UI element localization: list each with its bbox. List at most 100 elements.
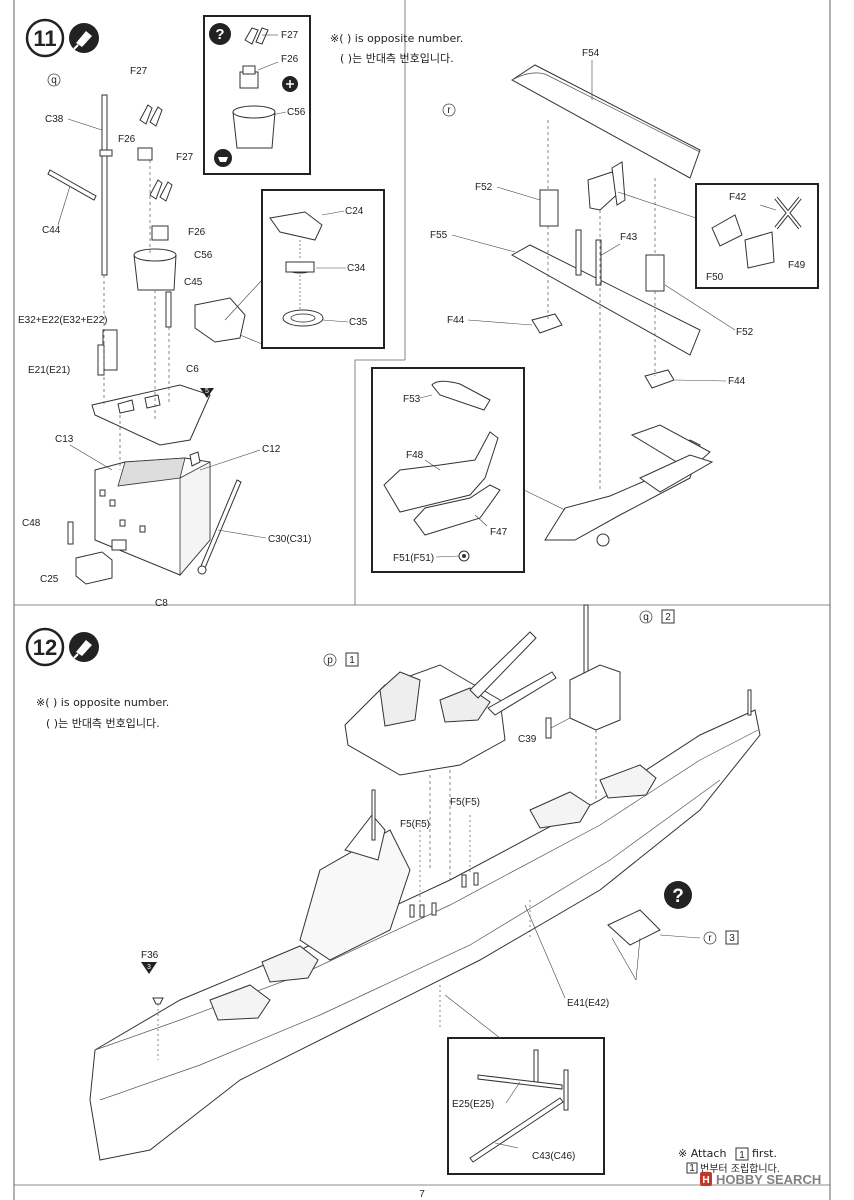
svg-text:C56: C56 [194, 250, 213, 261]
step12-labels: F5(F5) F5(F5) F36 3 E41(E42) [141, 797, 609, 1060]
attach-box-number: 1 [739, 1150, 745, 1161]
label-c39: C39 [518, 734, 537, 745]
step-11-number: 11 [25, 18, 65, 58]
label-c43: C43(C46) [532, 1151, 575, 1162]
label-c34: C34 [347, 263, 366, 274]
hobby-search-watermark: H HOBBY SEARCH [700, 1172, 821, 1187]
ref-circle-r: r [442, 103, 456, 117]
svg-text:F26: F26 [118, 134, 136, 145]
ref-triangle-5: 5 [200, 388, 214, 398]
label-f51: F51(F51) [393, 553, 434, 564]
label-e25: E25(E25) [452, 1099, 494, 1110]
aircraft-assembly [510, 64, 701, 490]
step12-detail-inset [447, 1037, 605, 1175]
label-c24: C24 [345, 206, 364, 217]
svg-text:q: q [51, 75, 57, 86]
battleship-hull [89, 689, 761, 1161]
svg-text:F44: F44 [447, 315, 465, 326]
svg-text:F27: F27 [176, 152, 194, 163]
label-f48: F48 [406, 450, 424, 461]
svg-text:C30(C31): C30(C31) [268, 534, 311, 545]
step12-note-ko: ( )는 반대측 번호입니다. [46, 717, 160, 730]
svg-text:C45: C45 [184, 277, 203, 288]
svg-text:C25: C25 [40, 574, 59, 585]
svg-text:F52: F52 [475, 182, 493, 193]
mast-labels: C38 F27 F26 F27 C44 F26 C56 C45 E32+E22(… [18, 66, 311, 609]
svg-text:r: r [708, 933, 712, 944]
svg-text:F36: F36 [141, 950, 159, 961]
svg-text:F27: F27 [130, 66, 148, 77]
svg-text:?: ? [672, 886, 684, 907]
ref-circle-q: q [47, 73, 61, 87]
label-f47: F47 [490, 527, 508, 538]
label-f50: F50 [706, 272, 724, 283]
svg-text:HOBBY SEARCH: HOBBY SEARCH [716, 1172, 821, 1187]
ref-p-1: p 1 [323, 652, 359, 667]
step12-note-en: ※( ) is opposite number. [36, 696, 169, 709]
step11-note-ko: ( )는 반대측 번호입니다. [340, 52, 454, 65]
mast-assembly [47, 94, 263, 585]
svg-text:F54: F54 [582, 48, 600, 59]
svg-text:q: q [643, 612, 649, 623]
svg-text:3: 3 [147, 964, 151, 971]
aircraft-labels: F54 F52 F55 F43 F44 F52 F44 [430, 48, 754, 387]
inset-parts [214, 27, 298, 167]
svg-text:F55: F55 [430, 230, 448, 241]
label-c35: C35 [349, 317, 368, 328]
bridge-superstructure [344, 631, 557, 880]
svg-text:C6: C6 [186, 364, 199, 375]
detail-parts [469, 1049, 569, 1163]
aircraft-question-ref: ? r 3 [607, 881, 739, 981]
svg-text:2: 2 [665, 612, 671, 623]
attach-note-first: first. [752, 1147, 777, 1160]
label-c56: C56 [287, 107, 306, 118]
turret-parts [269, 210, 349, 327]
attach-note-ko: 번부터 조립합니다. [700, 1162, 780, 1175]
label-f49: F49 [788, 260, 806, 271]
label-f42: F42 [729, 192, 747, 203]
label-f26: F26 [281, 54, 299, 65]
after-mast [545, 604, 621, 810]
label-f53: F53 [403, 394, 421, 405]
svg-text:C12: C12 [262, 444, 281, 455]
svg-text:1: 1 [689, 1163, 695, 1174]
attach-note-en: ※ Attach [678, 1147, 726, 1160]
svg-text:E32+E22(E32+E22): E32+E22(E32+E22) [18, 315, 108, 326]
attach-box [735, 1147, 749, 1161]
step-12-number: 12 [25, 627, 65, 667]
page-number: 7 [419, 1189, 425, 1200]
svg-text:H: H [702, 1175, 709, 1186]
svg-text:F44: F44 [728, 376, 746, 387]
svg-text:E21(E21): E21(E21) [28, 365, 70, 376]
svg-text:p: p [327, 655, 333, 666]
attach-box-ko [686, 1162, 698, 1174]
svg-text:C48: C48 [22, 518, 41, 529]
svg-text:r: r [447, 105, 451, 116]
step11-note-en: ※( ) is opposite number. [330, 32, 463, 45]
svg-text:F5(F5): F5(F5) [450, 797, 480, 808]
propeller-parts [711, 196, 802, 269]
svg-text:F26: F26 [188, 227, 206, 238]
svg-text:C13: C13 [55, 434, 74, 445]
svg-text:C44: C44 [42, 225, 61, 236]
floatplane-parts [383, 380, 501, 562]
svg-text:3: 3 [729, 933, 735, 944]
svg-text:1: 1 [349, 655, 355, 666]
svg-text:F52: F52 [736, 327, 754, 338]
svg-text:C38: C38 [45, 114, 64, 125]
ref-q-2: q 2 [639, 609, 675, 624]
assembled-seaplane [523, 424, 714, 547]
question-mark-icon: ? [209, 23, 231, 45]
ref-triangle-3: 3 [141, 962, 157, 974]
glue-icon [69, 632, 99, 662]
svg-text:C8: C8 [155, 598, 168, 609]
svg-text:F5(F5): F5(F5) [400, 819, 430, 830]
label-f27: F27 [281, 30, 299, 41]
glue-icon [69, 23, 99, 53]
svg-text:12: 12 [33, 635, 57, 660]
svg-text:11: 11 [33, 26, 56, 51]
svg-text:E41(E42): E41(E42) [567, 998, 609, 1009]
svg-text:?: ? [215, 26, 224, 43]
svg-text:F43: F43 [620, 232, 638, 243]
